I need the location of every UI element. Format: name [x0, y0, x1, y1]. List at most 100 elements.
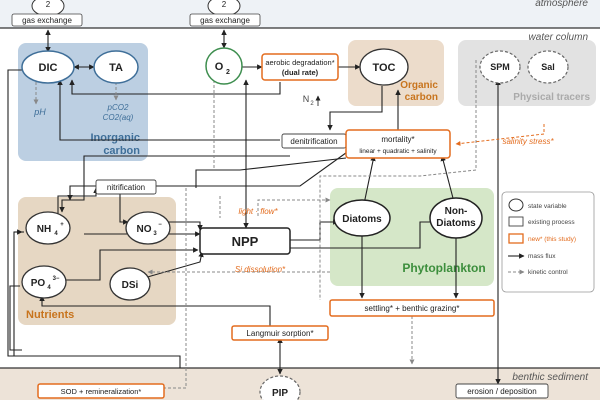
spm-control-line: [319, 60, 477, 300]
legend-new-process-swatch: [508, 233, 524, 244]
arrow-nitrification-no3: [119, 194, 129, 225]
erosion-box: [455, 383, 549, 399]
kinetic-control-lines: [33, 60, 477, 389]
nh4-subscript: 4: [54, 231, 58, 237]
pip-node: [259, 375, 301, 400]
npp-box: [199, 227, 291, 255]
legend-state-variable-label: state variable: [528, 203, 567, 210]
nh4-superscript: +: [60, 222, 64, 228]
legend-panel: [501, 191, 595, 293]
legend-mass-flux-label: mass flux: [528, 253, 556, 260]
non-diatoms-label-2: Diatoms: [436, 218, 476, 229]
gas-exchange-box-1: [11, 13, 83, 27]
legend-new-process-label: new* (this study): [528, 236, 576, 243]
arrow-po4-left: [9, 285, 22, 351]
nh4-label: NH: [37, 224, 51, 235]
no3-node: [125, 211, 171, 245]
phytoplankton-label: Phytoplankton: [402, 261, 485, 275]
arrow-nondiatoms-mortality: [440, 155, 455, 203]
si-dissolution-label: Si dissolution*: [235, 265, 286, 274]
dual-rate-label: (dual rate): [282, 68, 319, 77]
gas-exchange-label-2: gas exchange: [200, 16, 250, 25]
arrow-no3-npp: [165, 221, 203, 231]
po4-superscript: 3−: [53, 276, 60, 282]
inorganic-carbon-label-2: carbon: [103, 145, 140, 157]
light-flow-control: [257, 197, 331, 216]
organic-carbon-label-2: carbon: [405, 92, 438, 103]
diatoms-node: [333, 199, 391, 237]
line-mortality-nutrients: [195, 157, 347, 188]
dic-node: [21, 50, 75, 84]
toc-node: [359, 48, 409, 86]
light-flow-label: light · flow*: [238, 207, 278, 216]
water-column-label: water column: [529, 32, 589, 43]
legend-existing-process-label: existing process: [528, 219, 575, 226]
legend-existing-process-swatch: [508, 216, 524, 227]
nitrification-o2-control: [213, 67, 221, 168]
po4-label: PO: [31, 278, 46, 289]
arrow-npp-nondiatoms: [290, 219, 437, 249]
gas-exchange-box-2: [189, 13, 261, 27]
langmuir-box: [231, 325, 329, 341]
salinity-stress-label: salinity stress*: [502, 137, 554, 146]
atmosphere-layer: [0, 0, 600, 28]
organic-carbon-label-1: Organic: [400, 80, 438, 91]
ph-label: pH: [33, 107, 46, 117]
non-diatoms-node: [429, 197, 483, 239]
nitrification-box: [95, 179, 157, 195]
o2-label: O: [215, 61, 224, 73]
arrow-sod-nh4: [13, 229, 23, 356]
atmosphere-label: atmosphere: [535, 0, 588, 9]
dic-label: DIC: [39, 62, 58, 74]
physical-tracers-label: Physical tracers: [513, 92, 590, 103]
legend-kinetic-control-label: kinetic control: [528, 269, 568, 276]
sod-o2-line: [150, 188, 187, 389]
arrow-denitrification-dic: [57, 79, 280, 141]
mass-flux-arrows: [7, 29, 501, 385]
arrow-diatoms-mortality: [363, 155, 376, 205]
co2aq-label: CO2(aq): [103, 113, 134, 122]
sal-label: Sal: [541, 62, 555, 72]
arrow-degradation-dic: [69, 79, 281, 95]
o2-subscript: 2: [226, 69, 230, 76]
sod-label: SOD + remineralization*: [61, 387, 142, 396]
non-diatoms-label-1: Non-: [445, 206, 468, 217]
ta-node: [93, 50, 139, 84]
settling-label: settling* + benthic grazing*: [365, 304, 460, 313]
mortality-sub-label: linear + quadratic + salinity: [359, 148, 437, 155]
toc-label: TOC: [372, 62, 395, 74]
salinity-stress-arrow: [455, 124, 545, 146]
n2-label: N: [303, 94, 310, 104]
arrow-po4-npp: [66, 247, 199, 281]
benthic-sediment-label: benthic sediment: [512, 372, 589, 383]
nh4-node: [25, 211, 71, 245]
arrow-dsi-npp: [129, 251, 204, 283]
langmuir-label: Langmuir sorption*: [246, 329, 313, 338]
spm-node: [479, 50, 521, 84]
gas-exchange-label-1: gas exchange: [22, 16, 72, 25]
arrow-langmuir-po4: [39, 295, 271, 340]
po4-node: [21, 265, 67, 299]
dsi-label: DSi: [122, 280, 139, 291]
po4-subscript: 4: [47, 285, 51, 291]
arrow-denitrification-nh4: [59, 155, 290, 213]
sod-box: [37, 383, 165, 399]
mortality-box: [345, 129, 451, 159]
no3-subscript: 3: [153, 231, 157, 237]
sal-node: [527, 50, 569, 84]
ta-label: TA: [109, 62, 123, 74]
inorganic-carbon-label-1: Inorganic: [90, 132, 140, 144]
arrow-toc-denitrification: [327, 86, 383, 131]
erosion-label: erosion / deposition: [467, 387, 536, 396]
no3-label: NO: [137, 224, 152, 235]
diatoms-label: Diatoms: [342, 214, 382, 225]
dsi-node: [109, 267, 151, 301]
n2-subscript: 2: [310, 101, 314, 107]
pip-label: PIP: [272, 388, 288, 399]
spm-label: SPM: [490, 62, 510, 72]
no3-superscript: −: [158, 222, 162, 228]
settling-box: [329, 299, 495, 317]
nutrients-label: Nutrients: [26, 309, 74, 321]
